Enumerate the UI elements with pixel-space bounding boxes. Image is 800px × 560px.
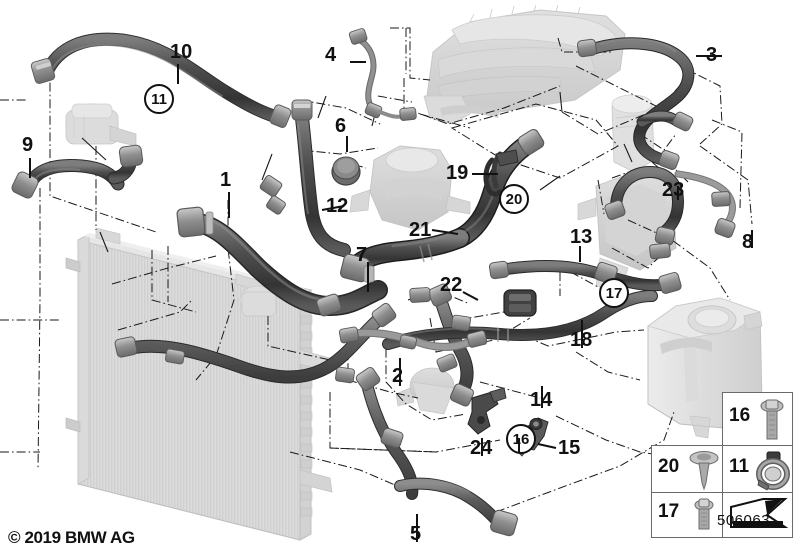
callout-4[interactable]: 4 xyxy=(325,44,337,66)
callout-20[interactable]: 20 xyxy=(499,184,529,214)
callout-9[interactable]: 9 xyxy=(22,134,34,156)
callout-7[interactable]: 7 xyxy=(356,244,368,266)
callout-17[interactable]: 17 xyxy=(599,278,629,308)
copyright-notice: © 2019 BMW AG xyxy=(8,528,135,547)
hose-4 xyxy=(348,28,417,121)
legend-number-17: 17 xyxy=(658,501,680,522)
callout-1[interactable]: 1 xyxy=(220,169,232,191)
arrow-marker-icon xyxy=(730,498,789,528)
hose-10 xyxy=(30,32,292,128)
hose-23 xyxy=(604,165,685,260)
legend-cell-20[interactable]: 20 xyxy=(651,445,723,493)
hose-3-branch xyxy=(636,110,694,132)
callout-13[interactable]: 13 xyxy=(570,226,593,248)
legend-number-16: 16 xyxy=(729,405,751,426)
legend-cell-arrow[interactable] xyxy=(722,492,793,538)
legend-cell-11[interactable]: 11 xyxy=(722,445,793,493)
hose-12 xyxy=(291,99,351,257)
callout-6[interactable]: 6 xyxy=(335,115,347,137)
hose-9 xyxy=(11,144,144,199)
hose-10-connector-right xyxy=(269,104,292,128)
callout-15[interactable]: 15 xyxy=(558,437,581,459)
hose-1-connector xyxy=(176,206,214,238)
hose-22 xyxy=(427,283,475,407)
legend-number-11: 11 xyxy=(729,456,750,477)
callout-2[interactable]: 2 xyxy=(392,365,404,387)
callout-22[interactable]: 22 xyxy=(440,274,463,296)
hose-9-connector-right xyxy=(107,144,144,185)
hose-7 xyxy=(114,302,397,384)
hose-8-connector xyxy=(711,191,736,238)
torx-bolt-icon xyxy=(694,498,714,530)
hose-8 xyxy=(674,170,736,238)
part-number: 506063 xyxy=(717,512,771,529)
connector-cluster xyxy=(316,287,471,384)
oil-filter-housing-ghost xyxy=(349,145,471,231)
fastener-legend: 16 20 11 xyxy=(651,392,793,538)
hose-5 xyxy=(394,477,518,537)
legend-cell-16[interactable]: 16 xyxy=(722,392,793,446)
hose-5-connector xyxy=(490,509,518,537)
callout-11[interactable]: 11 xyxy=(144,84,174,114)
secondary-pump-ghost xyxy=(239,285,277,317)
hose-2 xyxy=(338,326,488,351)
callout-5[interactable]: 5 xyxy=(410,523,422,545)
bracket-24 xyxy=(467,387,507,435)
callout-19[interactable]: 19 xyxy=(446,162,469,184)
cap-6 xyxy=(331,156,361,186)
hose-clamp-icon xyxy=(756,451,790,491)
hose-1 xyxy=(176,206,388,317)
callout-8[interactable]: 8 xyxy=(742,231,754,253)
callout-12[interactable]: 12 xyxy=(326,195,349,217)
connector-12b xyxy=(266,195,286,215)
hose-7-connector-right xyxy=(371,302,397,328)
hex-flange-bolt-icon xyxy=(760,399,784,440)
legend-cell-17[interactable]: 17 xyxy=(651,492,723,538)
coolant-pump-ghost xyxy=(65,103,137,147)
expansion-tank-ghost xyxy=(647,297,763,439)
callout-10[interactable]: 10 xyxy=(170,41,193,63)
intake-manifold-ghost xyxy=(423,4,626,125)
legend-number-20: 20 xyxy=(658,456,680,477)
hose-7-connector-left xyxy=(114,336,138,358)
hose-3 xyxy=(576,37,695,170)
clip-19 xyxy=(483,149,519,197)
callout-16[interactable]: 16 xyxy=(506,424,536,454)
hose-10-connector-left xyxy=(30,58,56,84)
callout-21[interactable]: 21 xyxy=(409,219,432,241)
hose-13 xyxy=(488,259,682,294)
grommet-18 xyxy=(503,289,537,317)
plastic-rivet-icon xyxy=(689,451,719,491)
connector-12a xyxy=(259,174,283,198)
